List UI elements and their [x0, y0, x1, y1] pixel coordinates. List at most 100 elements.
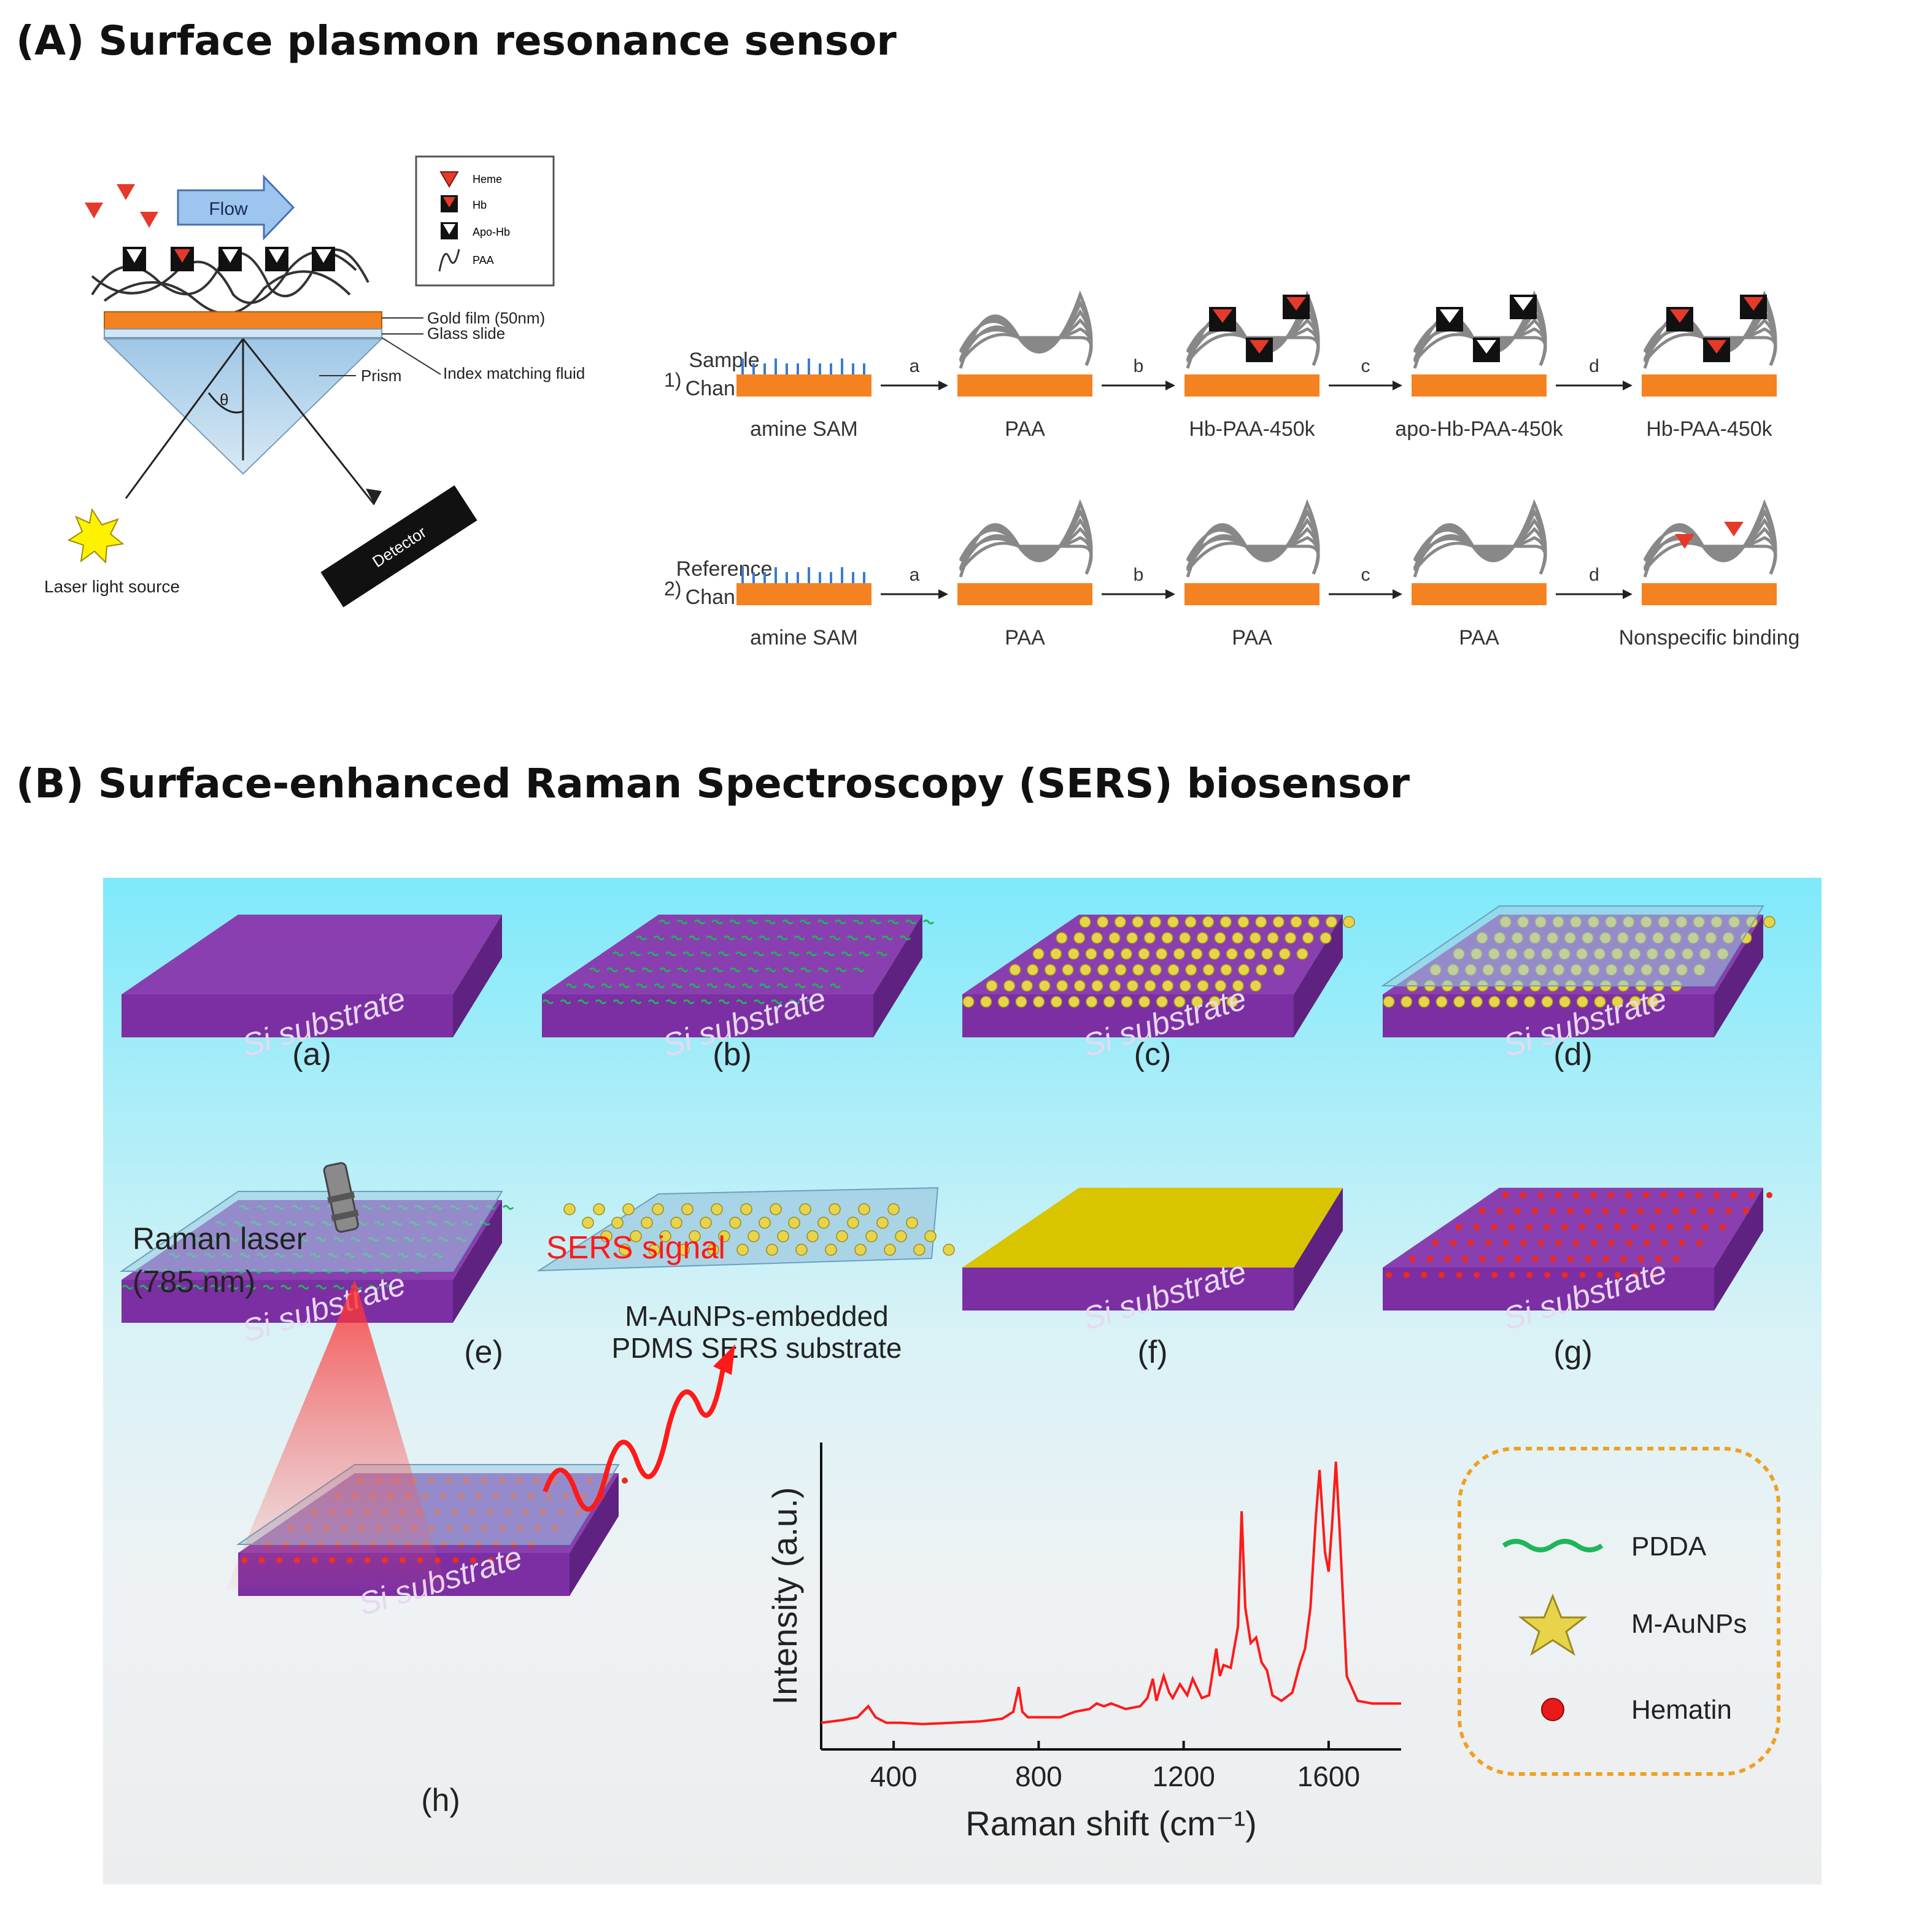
step-letter: d — [1589, 565, 1599, 585]
step-letter: b — [1134, 356, 1144, 376]
gold-chip — [1642, 583, 1777, 605]
pdms-caption: M-AuNPs-embedded — [625, 1300, 889, 1332]
gold-chip — [1642, 374, 1777, 397]
stage-label: PAA — [1459, 626, 1499, 649]
y-axis-label: Intensity (a.u.) — [765, 1487, 804, 1705]
stage-label: PAA — [1005, 626, 1045, 649]
si-substrate: Si substrate — [962, 915, 1355, 1064]
glass-slide — [104, 328, 382, 338]
legend-pdda: PDDA — [1631, 1531, 1707, 1562]
x-tick-label: 800 — [1015, 1760, 1062, 1792]
gold-chip — [1184, 583, 1320, 605]
gold-chip — [1412, 583, 1547, 605]
step-caption: (f) — [1137, 1334, 1167, 1370]
si-substrate: Si substrate — [1380, 905, 1776, 1064]
hematin-icon — [1541, 1698, 1564, 1721]
si-substrate: Si substrate — [1383, 1188, 1772, 1338]
sers-signal-label: SERS signal — [546, 1230, 725, 1266]
channel-label: Reference — [676, 557, 773, 581]
flow-label: Flow — [209, 199, 248, 219]
spectrum-line — [821, 1462, 1401, 1725]
legend-hematin: Hematin — [1631, 1695, 1732, 1725]
legend-paa: PAA — [473, 254, 494, 266]
laser-source-label: Laser light source — [44, 577, 180, 596]
channel-num: 2) — [664, 578, 681, 600]
spr-diagram: Heme Hb Apo-Hb PAA Flow — [44, 155, 1799, 649]
step-letter: d — [1589, 356, 1599, 376]
m-aunp-icon — [1518, 1593, 1588, 1656]
pdms-caption: PDMS SERS substrate — [612, 1332, 902, 1364]
nonspecific-heme-icon — [1724, 522, 1744, 536]
paa-tangle — [1186, 499, 1320, 578]
section-b-heading: (B) Surface-enhanced Raman Spectroscopy … — [16, 760, 1410, 807]
pdms-sheet — [536, 1187, 955, 1272]
stage-label: amine SAM — [750, 626, 858, 649]
x-tick-label: 1600 — [1297, 1760, 1360, 1792]
channel-num: 1) — [664, 369, 681, 391]
theta-label: θ — [220, 390, 228, 409]
step-letter: a — [910, 565, 920, 585]
gold-chip — [1412, 374, 1547, 397]
section-a-heading: (A) Surface plasmon resonance sensor — [16, 17, 897, 64]
legend-heme: Heme — [473, 173, 502, 185]
paa-tangle — [1643, 499, 1777, 578]
prism-label: Prism — [361, 366, 401, 385]
gold-chip — [736, 583, 871, 605]
x-axis-label: Raman shift (cm⁻¹) — [965, 1804, 1257, 1843]
step-captions: (a) (b) (c) (d) (e) (f) (g) (h) M-AuNPs-embedded… — [292, 1037, 1593, 1818]
step-caption: (b) — [713, 1037, 752, 1072]
free-heme-icon — [85, 203, 103, 219]
heme-icon — [439, 171, 459, 188]
spr-legend: Heme Hb Apo-Hb PAA — [415, 155, 555, 287]
step-caption: (g) — [1553, 1334, 1593, 1370]
receptors — [123, 247, 335, 271]
laser-source-icon — [67, 508, 125, 564]
gold-film — [104, 311, 382, 330]
step-caption: (c) — [1134, 1037, 1172, 1072]
laser-beam — [226, 1280, 447, 1590]
step-caption: (d) — [1553, 1037, 1593, 1072]
pdda-icon — [1502, 1539, 1604, 1552]
si-substrate: Si substrate — [542, 915, 935, 1064]
x-tick-label: 400 — [870, 1760, 918, 1792]
step-letter: a — [910, 356, 920, 376]
glass-slide-label: Glass slide — [427, 324, 505, 343]
free-heme-icon — [140, 212, 158, 228]
x-tick-label: 1200 — [1152, 1760, 1215, 1792]
stage-label: apo-Hb-PAA-450k — [1395, 417, 1563, 441]
sers-signal-wave — [543, 1368, 725, 1512]
sers-legend: PDDA M-AuNPs Hematin — [1458, 1447, 1780, 1776]
paa-tangle — [959, 499, 1093, 578]
stage-label: PAA — [1005, 417, 1045, 441]
gold-film-label: Gold film (50nm) — [427, 309, 545, 327]
step-letter: c — [1361, 565, 1370, 585]
raman-laser-wavelength: (785 nm) — [133, 1264, 255, 1299]
legend-hb: Hb — [473, 199, 487, 211]
nonspecific-heme-icon — [1675, 534, 1694, 549]
index-fluid-label: Index matching fluid — [443, 364, 585, 382]
legend-apo-hb: Apo-Hb — [473, 226, 510, 238]
gold-chip — [736, 374, 871, 397]
stage-label: Hb-PAA-450k — [1646, 417, 1772, 441]
stage-label: Hb-PAA-450k — [1189, 417, 1315, 441]
gold-chip — [1184, 374, 1320, 397]
step-caption: (h) — [421, 1783, 460, 1818]
channel-label: Sample — [689, 349, 759, 372]
paa-icon — [438, 249, 460, 272]
detector: Detector — [320, 485, 477, 608]
step-caption: (a) — [292, 1037, 331, 1072]
light-paths — [125, 338, 376, 505]
stage-label: PAA — [1232, 626, 1272, 649]
raman-laser — [226, 1162, 447, 1590]
flow-arrow: Flow — [177, 174, 295, 241]
step-letter: c — [1361, 356, 1370, 376]
gold-chip — [957, 583, 1092, 605]
paa-tangle — [959, 290, 1093, 369]
paa-tangle — [1413, 499, 1547, 578]
si-substrate: Si substrate — [962, 1188, 1343, 1338]
step-caption: (e) — [464, 1334, 503, 1370]
gold-chip — [957, 374, 1092, 397]
